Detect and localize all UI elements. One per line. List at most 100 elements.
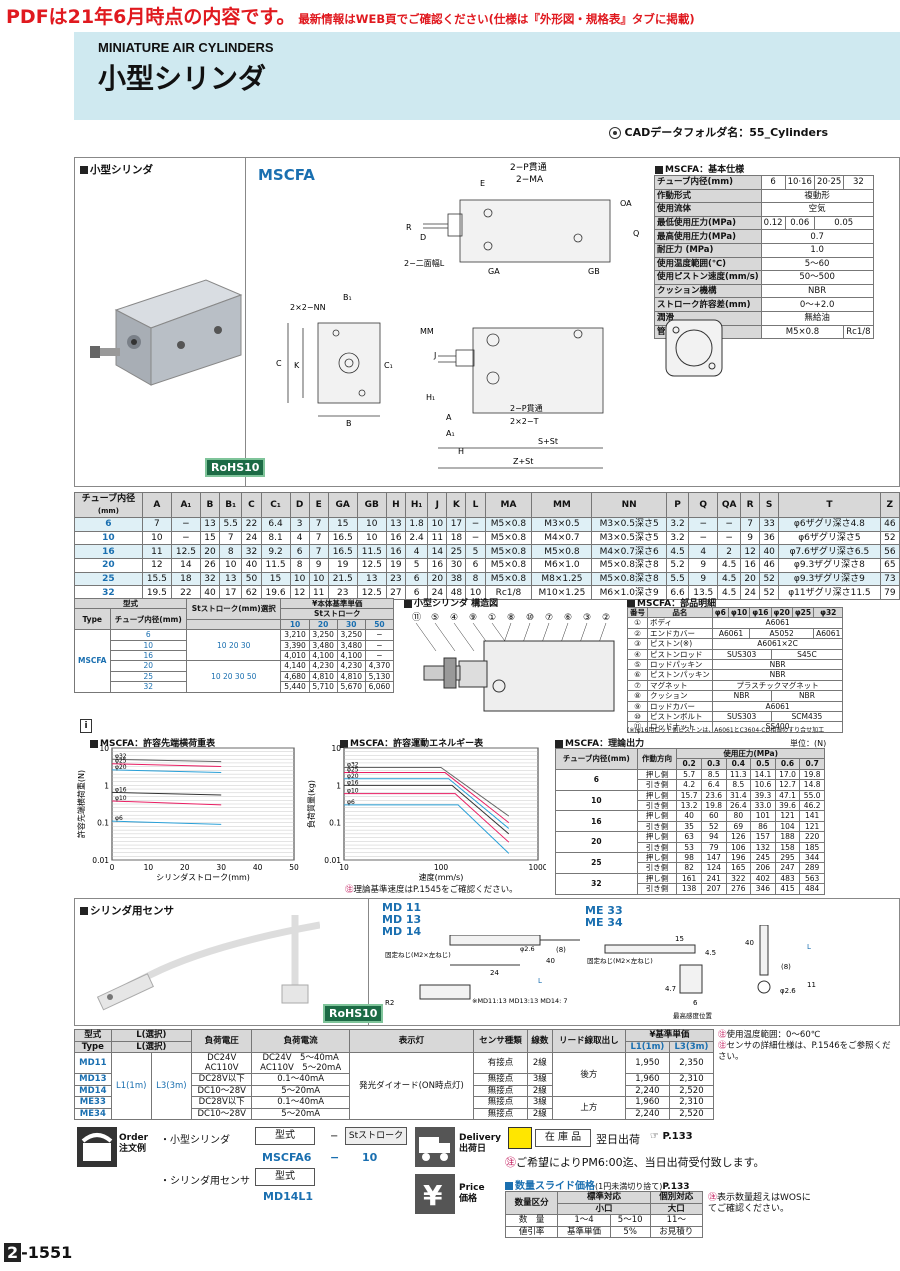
- table-cell: 線数: [526, 1029, 553, 1053]
- table-cell: M3×0.5深さ5: [591, 530, 667, 546]
- table-cell: 4: [289, 530, 310, 546]
- svg-text:Z+St: Z+St: [513, 457, 533, 466]
- table-cell: 8.5: [700, 768, 727, 781]
- table-cell: 4,680: [280, 670, 310, 683]
- table-cell: 38: [446, 571, 467, 587]
- table-cell: 20: [199, 544, 221, 560]
- table-cell: 4.5: [665, 544, 690, 560]
- table-cell: ④: [627, 648, 648, 661]
- table-cell: 3,250: [336, 629, 366, 641]
- y-tick-label: 0.1: [329, 819, 341, 828]
- table-cell: 138: [676, 883, 702, 895]
- table-cell: 161: [676, 872, 702, 885]
- table-cell: B: [199, 492, 221, 518]
- table-cell: M6×1.0深さ9: [591, 585, 667, 601]
- svg-text:15: 15: [675, 935, 684, 943]
- svg-text:MM: MM: [420, 327, 434, 336]
- table-cell: P: [665, 492, 690, 518]
- table-cell: 82: [676, 862, 702, 874]
- table-cell: NBR: [711, 659, 844, 671]
- table-cell: DC28V以下: [190, 1096, 253, 1109]
- table-cell: ③: [627, 638, 648, 650]
- table-cell: 207: [700, 883, 727, 895]
- table-cell: 26.4: [725, 800, 752, 812]
- table-cell: 19.8: [799, 768, 825, 781]
- table-cell: ロッドカバー: [647, 700, 713, 713]
- series-line: [111, 758, 222, 763]
- table-cell: A: [141, 492, 172, 518]
- table-cell: 15: [260, 571, 291, 587]
- table-cell: 121: [799, 820, 825, 833]
- table-cell: 46: [759, 558, 780, 573]
- table-cell: −: [717, 517, 742, 532]
- table-cell: 4,010: [280, 650, 310, 662]
- table-cell: 10: [141, 530, 172, 546]
- table-cell: 5.5: [665, 571, 690, 587]
- table-cell: 引き側: [636, 779, 678, 791]
- table-cell: 16: [385, 544, 406, 560]
- table-cell: ⑩: [627, 711, 648, 723]
- table-cell: 25: [446, 544, 467, 560]
- table-cell: 10: [74, 530, 143, 546]
- table-cell: 65: [879, 558, 900, 573]
- model-name: MSCFA: [258, 166, 315, 184]
- table-cell: 型式: [74, 597, 187, 610]
- table-cell: A6061: [711, 627, 751, 640]
- table-cell: 21.5: [327, 571, 358, 587]
- table-cell: 押し側: [636, 831, 678, 843]
- table-cell: 11.5: [356, 544, 387, 560]
- table-cell: 4: [688, 544, 719, 560]
- table-cell: 5,130: [364, 670, 395, 683]
- table-cell: 52: [759, 585, 780, 601]
- svg-text:A₁: A₁: [446, 429, 455, 438]
- table-cell: 32: [843, 175, 874, 190]
- table-cell: M5×0.8深さ8: [591, 558, 667, 573]
- table-cell: GB: [356, 492, 387, 518]
- table-cell: 20: [109, 660, 187, 672]
- table-cell: MA: [484, 492, 533, 518]
- table-cell: 50: [364, 618, 395, 631]
- header-subtitle: MINIATURE AIR CYLINDERS: [98, 40, 274, 55]
- table-cell: 13.5: [688, 585, 719, 601]
- table-cell: 13: [385, 517, 406, 532]
- table-cell: E: [308, 492, 329, 518]
- table-cell: 10: [218, 558, 243, 573]
- table-cell: 数量区分: [504, 1191, 559, 1215]
- table-cell: 7: [141, 517, 172, 532]
- svg-text:¥: ¥: [423, 1179, 443, 1212]
- svg-text:L: L: [807, 943, 811, 951]
- table-cell: 17: [446, 517, 467, 532]
- table-cell: ピストンパッキン: [647, 669, 713, 681]
- table-cell: 206: [750, 862, 776, 874]
- parts-note: (※)φ16用ロッド側ピストンは、A6061とC3604-CD相当のすり合せ加工: [627, 727, 825, 734]
- table-cell: 無給油: [760, 310, 874, 326]
- table-cell: 基準単価: [557, 1225, 611, 1238]
- table-cell: 複動形: [760, 188, 874, 204]
- x-tick-label: 1000: [528, 863, 546, 872]
- svg-text:6: 6: [693, 999, 698, 1007]
- notice-sub: 最新情報はWEB頁でご確認ください(仕様は『外形図・規格表』タブに掲載): [298, 12, 695, 26]
- x-tick-label: 0: [110, 863, 115, 872]
- table-cell: 3: [289, 517, 310, 532]
- series-label: φ10: [347, 788, 359, 795]
- table-cell: 0.1〜40mA: [251, 1096, 350, 1109]
- cad-radio-icon: [608, 127, 621, 139]
- table-cell: 15: [199, 530, 221, 546]
- svg-text:40: 40: [745, 939, 754, 947]
- order-sens-model: MD14L1: [263, 1190, 314, 1203]
- table-cell: L1(1m): [624, 1040, 670, 1053]
- table-row: 使用流体空気: [654, 202, 874, 217]
- table-cell: 36: [759, 530, 780, 546]
